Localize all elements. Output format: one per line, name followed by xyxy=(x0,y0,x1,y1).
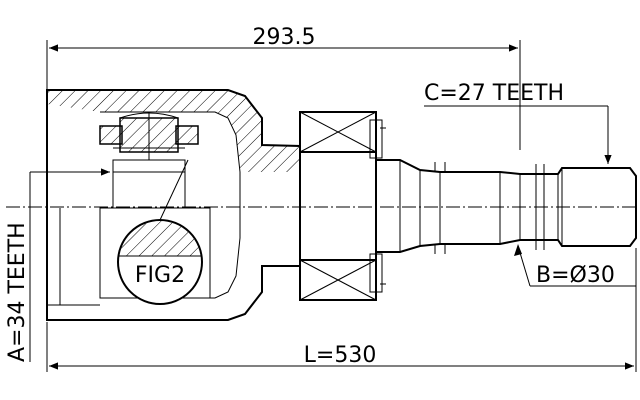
dimension-total-length: L=530 xyxy=(46,248,637,372)
overall-dimension-label: 293.5 xyxy=(253,25,316,50)
total-length-label: L=530 xyxy=(304,343,377,368)
fig2-detail: FIG2 xyxy=(117,159,203,305)
callout-inner-spline: A=34 TEETH xyxy=(5,168,110,362)
callout-outer-diameter: B=Ø30 xyxy=(514,244,636,288)
outer-diameter-label: B=Ø30 xyxy=(536,263,615,288)
callout-outer-spline: C=27 TEETH xyxy=(424,81,612,164)
figure-label: FIG2 xyxy=(135,263,185,288)
inner-spline-label: A=34 TEETH xyxy=(5,222,30,362)
outer-spline-label: C=27 TEETH xyxy=(424,81,564,106)
dimension-overall: 293.5 xyxy=(46,25,521,150)
